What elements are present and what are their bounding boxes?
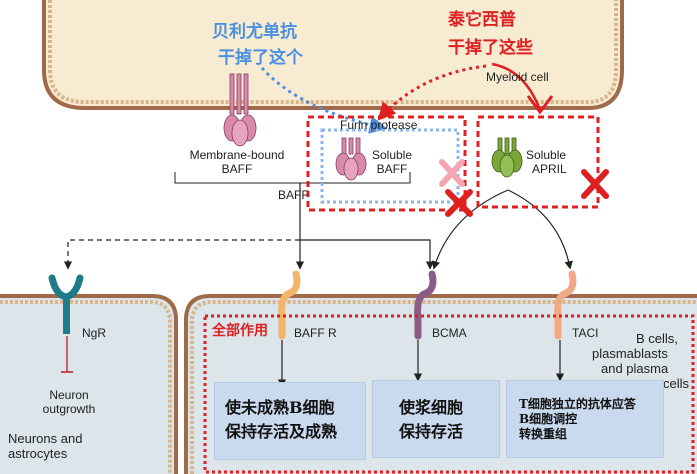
x-mark-red-1 — [445, 189, 473, 217]
taci-effect-line1: T细胞独立的抗体应答 — [519, 397, 636, 411]
baff-bracket — [174, 172, 411, 184]
bcma-receptor — [414, 270, 437, 340]
baffr-effect-box: 使未成熟B细胞 保持存活及成熟 — [214, 382, 366, 460]
myeloid-cell — [42, 0, 624, 110]
bcma-effect-line1: 使浆细胞 — [399, 398, 464, 417]
bcma-label: BCMA — [432, 326, 467, 340]
b-cells-label-4: cells — [663, 376, 690, 391]
taci-effect-box: T细胞独立的抗体应答 B细胞调控 转换重组 — [506, 380, 664, 458]
taci-effect-line3: 转换重组 — [519, 427, 568, 441]
neurons-astrocytes-label-2: astrocytes — [8, 446, 68, 461]
soluble-april-label-2: APRIL — [532, 162, 567, 176]
soluble-april — [491, 137, 523, 178]
myeloid-cell-label: Myeloid cell — [486, 70, 549, 84]
taci-label: TACI — [572, 326, 599, 340]
b-cells-label-3: and plasma — [601, 361, 669, 376]
bcma-effect-line2: 保持存活 — [399, 422, 464, 441]
membrane-bound-baff — [223, 73, 257, 147]
membrane-bound-baff-label-1: Membrane-bound — [189, 148, 285, 162]
all-act-label: 全部作用 — [212, 323, 268, 339]
b-cells-label-2: plasmablasts — [592, 346, 668, 361]
baffr-effect-line1: 使未成熟B细胞 — [225, 398, 335, 417]
taci-effect-line2: B细胞调控 — [519, 412, 578, 426]
baffr-effect-line2: 保持存活及成熟 — [225, 422, 338, 441]
baff-label: BAFF — [278, 188, 309, 202]
soluble-baff-label-1: Soluble — [371, 148, 413, 162]
bcma-effect-box: 使浆细胞 保持存活 — [372, 380, 500, 458]
telitacicept-label-line2: 干掉了这些 — [448, 38, 533, 58]
furin-protease-label: Furin protease — [340, 118, 418, 132]
baff-r-receptor — [278, 270, 301, 340]
x-mark-red-2 — [581, 169, 609, 199]
benlysta-label-line1: 贝利尤单抗 — [212, 22, 297, 42]
benlysta-label-line2: 干掉了这个 — [218, 48, 303, 68]
neurons-astrocytes-label-1: Neurons and — [8, 431, 83, 446]
x-mark-pink — [439, 159, 465, 187]
membrane-bound-baff-label-2: BAFF — [221, 162, 253, 176]
soluble-april-label-1: Soluble — [526, 148, 567, 162]
neuron-outgrowth-label-2: outgrowth — [42, 402, 96, 416]
ngr-receptor — [48, 274, 84, 373]
signal-arrows — [63, 183, 573, 270]
neuron-outgrowth-label-1: Neuron — [49, 388, 89, 402]
baff-r-label: BAFF R — [294, 326, 337, 340]
b-cells-label-1: B cells, — [636, 331, 678, 346]
neuron-cell — [0, 294, 178, 474]
soluble-baff — [335, 137, 367, 181]
effect-arrows — [277, 340, 565, 388]
telitacicept-annotation — [203, 62, 695, 474]
taci-receptor — [554, 270, 577, 340]
benlysta-annotation — [260, 66, 460, 204]
soluble-baff-label-2: BAFF — [376, 162, 408, 176]
telitacicept-label-line1: 泰它西普 — [448, 10, 516, 30]
ngr-label: NgR — [82, 326, 107, 340]
